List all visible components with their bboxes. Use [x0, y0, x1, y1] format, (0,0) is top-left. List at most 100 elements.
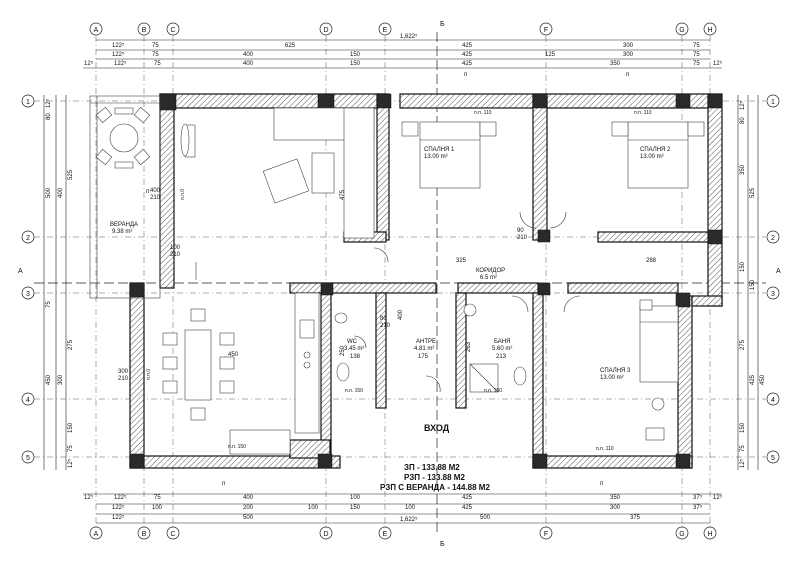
axis-label-4-left: 4: [26, 397, 30, 404]
opening-w400: 400: [150, 188, 161, 194]
axis-label-3-left: 3: [26, 291, 30, 298]
dim-top-r3-0: 12⁵: [84, 60, 94, 67]
armchair: [262, 158, 310, 204]
axis-label-b-top: B: [142, 27, 147, 34]
axis-bubbles-bottom: A B C D E F G H: [89, 526, 717, 540]
dim-bot-r3-2: 500: [480, 515, 491, 521]
dim-left-5: 75: [46, 301, 52, 308]
room-bath-name: БАНЯ: [494, 339, 510, 345]
dim-right-9: 150: [740, 422, 746, 433]
axis-label-g-top: G: [679, 27, 684, 34]
room-bedroom3-area: 13.00 m²: [600, 375, 624, 381]
dim-wc-250: 250: [340, 345, 346, 356]
opening-h210b: 210: [170, 252, 181, 258]
bathroom-fixtures: [334, 303, 527, 393]
dim-left-1: 80: [46, 113, 52, 120]
axis-label-5-left: 5: [26, 455, 30, 462]
room-veranda-name: ВЕРАНДА: [110, 222, 138, 228]
opening-annotations: п 400 210 100 210 300 210 80 210 90 210 …: [118, 188, 657, 382]
axis-label-c-top: C: [170, 27, 175, 34]
door-swings: [195, 211, 581, 393]
dim-top-r3-6: 350: [610, 61, 621, 67]
section-mark-a-right: A: [776, 268, 781, 275]
dimensions-right: 12⁵ 80 350 525 150 150 450 275 425 150 7…: [737, 95, 766, 470]
axis-label-f-bottom: F: [544, 531, 548, 538]
axis-label-2-right: 2: [771, 235, 775, 242]
dining-table: [184, 329, 212, 401]
sill-annotations: п.п. 110 п.п. 110 п.п. 110 п.п. 150 п.п.…: [146, 72, 652, 487]
sill-bath: п.п. 150: [484, 388, 502, 394]
dim-left-0: 12⁵: [45, 98, 52, 108]
dim-top-r3-5: 425: [462, 61, 473, 67]
entrance-label: ВХОД: [424, 423, 450, 433]
dim-top-total: 1,622⁵: [400, 33, 418, 40]
axis-label-3-right: 3: [771, 291, 775, 298]
axis-label-2-left: 2: [26, 235, 30, 242]
opening-w300: 300: [118, 369, 129, 375]
dim-top-r3-3: 400: [243, 61, 254, 67]
entrance-and-summary: ВХОД ЗП - 133.88 М2 РЗП - 133.88 М2 РЗП …: [380, 423, 490, 492]
veranda-table: [109, 123, 139, 153]
dim-top-r1-1: 75: [152, 43, 159, 49]
axis-label-a-top: A: [94, 27, 99, 34]
dim-top-r1-3: 425: [462, 43, 473, 49]
dim-top-r2-5: 125: [545, 52, 556, 58]
dim-top-r2-7: 75: [693, 52, 700, 58]
kitchen-counter-bottom: [229, 429, 291, 455]
dim-right-3: 525: [750, 187, 756, 198]
dim-left-6: 450: [46, 374, 52, 385]
dim-bottom-total: 1,622⁵: [400, 516, 418, 523]
axis-label-b-bottom: B: [142, 531, 147, 538]
dim-left-9: 150: [68, 422, 74, 433]
sill-wc: п.п. 150: [345, 388, 363, 394]
dim-top-r1-5: 75: [693, 43, 700, 49]
sill-bedroom2: п.п. 110: [634, 110, 652, 116]
exterior-walls: [129, 93, 723, 469]
room-bedroom2-name: СПАЛНЯ 2: [640, 147, 671, 153]
dining-kitchen: [162, 292, 320, 455]
dim-left-11: 12⁵: [67, 458, 74, 468]
area-rzp-veranda: РЗП С ВЕРАНДА - 144.88 М2: [380, 483, 490, 492]
axis-label-g-bottom: G: [679, 531, 684, 538]
dim-bot-r3-0: 122⁵: [112, 514, 125, 521]
dim-right-11: 12⁵: [739, 458, 746, 468]
opening-h210d: 210: [380, 323, 391, 329]
dim-bot-r1-2: 75: [154, 495, 161, 501]
room-veranda-area: 9.38 m²: [112, 229, 132, 235]
dim-top-r2-6: 300: [623, 52, 634, 58]
dim-sofa-475: 475: [340, 189, 346, 200]
opening-p-veranda: п: [146, 189, 149, 195]
axis-label-4-right: 4: [771, 397, 775, 404]
dim-top-r2-1: 75: [152, 52, 159, 58]
dim-bot-r2-1: 100: [152, 505, 163, 511]
dim-top-r3-4: 150: [350, 61, 361, 67]
dim-top-r2-4: 425: [462, 52, 473, 58]
area-rzp: РЗП - 133.88 М2: [404, 473, 465, 482]
opening-p-bedroom1: п: [464, 72, 467, 78]
bed-3: [639, 305, 679, 383]
dim-top-r1-4: 300: [623, 43, 634, 49]
wc-sink: [334, 312, 348, 324]
dim-top-r1-2: 625: [285, 43, 296, 49]
section-mark-a-left: A: [18, 268, 23, 275]
dim-top-r3-8: 12⁵: [713, 60, 723, 67]
room-corridor-area: 6.5 m²: [480, 275, 497, 281]
dim-right-2: 350: [740, 164, 746, 175]
axis-label-h-top: H: [707, 27, 712, 34]
dim-left-3: 400: [58, 187, 64, 198]
dim-right-8: 425: [750, 374, 756, 385]
room-bath-area: 5.60 m²: [492, 346, 512, 352]
desk-chair: [651, 397, 665, 411]
dim-left-7: 300: [58, 374, 64, 385]
dim-bot-r1-0: 12⁵: [84, 494, 94, 501]
room-bedroom3-name: СПАЛНЯ 3: [600, 368, 631, 374]
axis-label-e-bottom: E: [383, 531, 388, 538]
axis-label-f-top: F: [544, 27, 548, 34]
dim-left-10: 75: [68, 445, 74, 452]
axis-label-1-left: 1: [26, 99, 30, 106]
dim-bot-r1-5: 425: [462, 495, 473, 501]
dim-dining-450: 450: [228, 352, 239, 358]
opening-w80: 80: [380, 316, 387, 322]
axis-bubbles-sides: 1 2 3 4 5 1 2 3 4 5: [21, 94, 780, 464]
